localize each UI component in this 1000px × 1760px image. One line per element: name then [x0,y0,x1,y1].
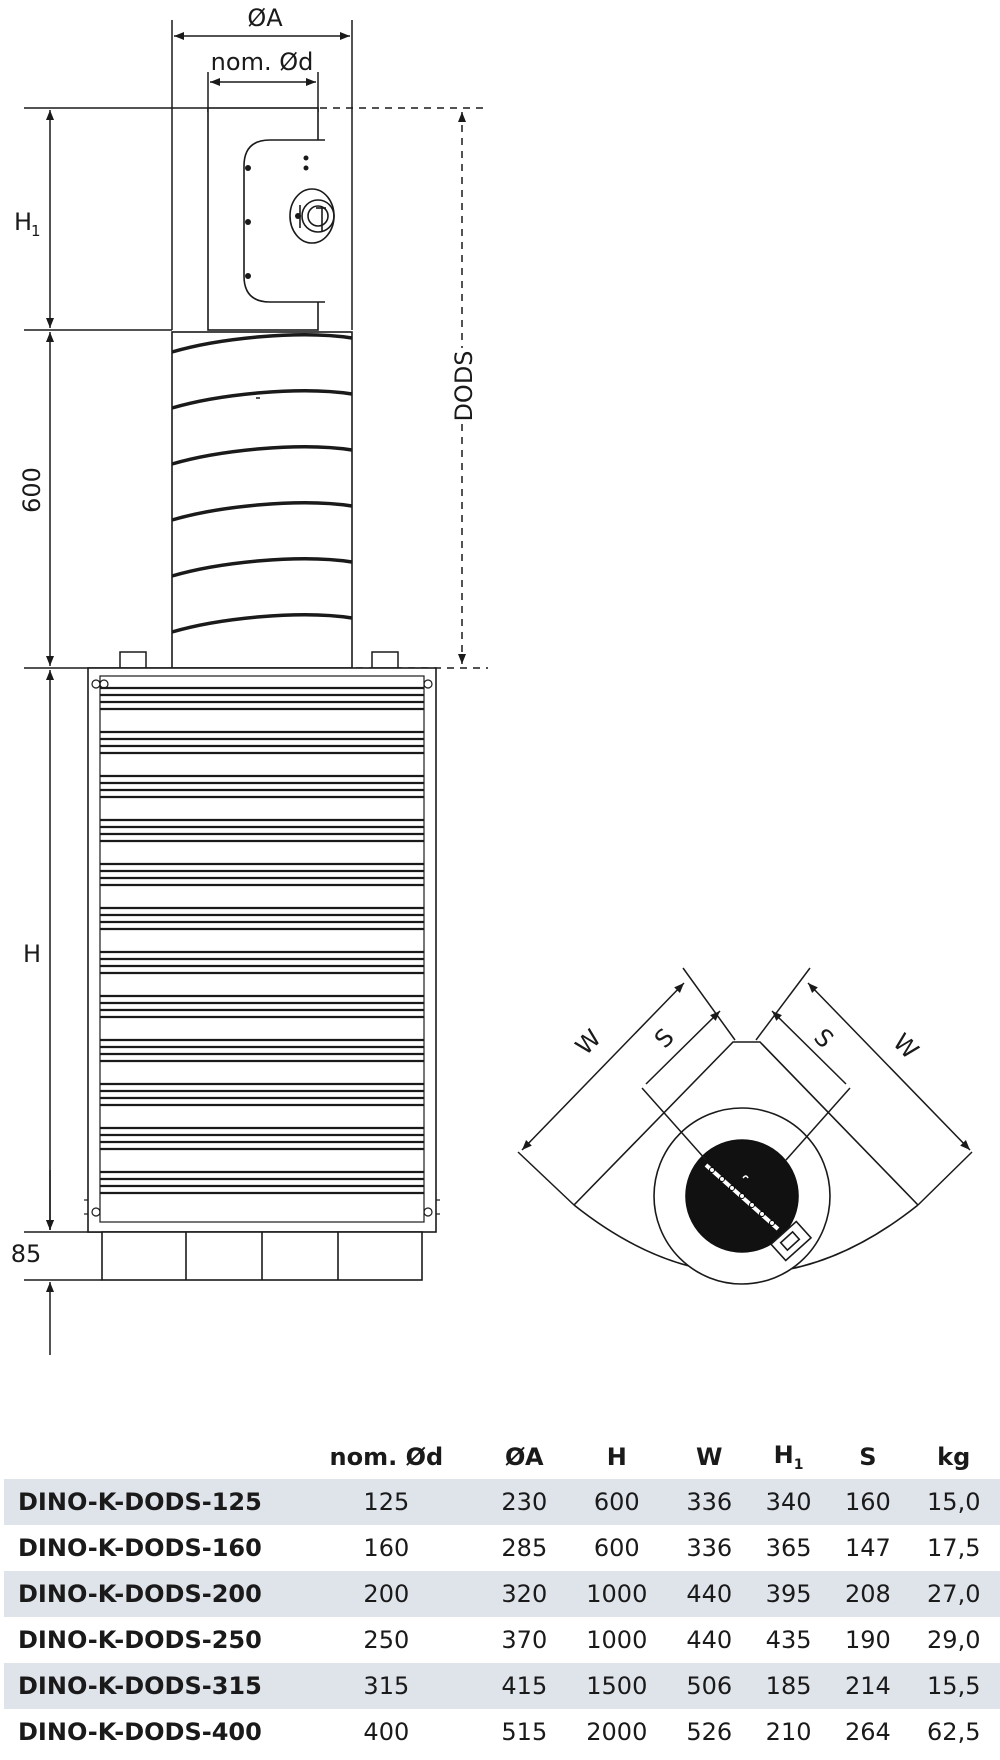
svg-text:H: H [23,940,41,968]
cell-nominal-diameter: 160 [363,1534,410,1562]
cell-h: 600 [563,1479,670,1525]
height-85-label: 85 [8,1240,48,1270]
cell-w: 336 [669,1479,749,1525]
cell-w: 440 [669,1571,749,1617]
table-row: DINO-K-DODS-250 250 370 1000 440 435 190 29,0 [4,1617,1000,1663]
cell-outer-diameter: 515 [501,1718,548,1746]
header-model [4,1435,288,1479]
cell-h1: 210 [765,1718,812,1746]
cell-model: DINO-K-DODS-125 [4,1479,288,1525]
cell-h: 2000 [586,1718,648,1746]
cell-h: 600 [593,1534,640,1562]
cell-kg: 15,0 [907,1479,1000,1525]
header-kg: kg [937,1443,971,1471]
cell-model: DINO-K-DODS-400 [18,1718,262,1746]
cell-s: 147 [844,1534,891,1562]
cell-kg: 15,5 [907,1663,1000,1709]
s-right-label: S [808,1023,839,1054]
cell-s: 208 [828,1571,908,1617]
header-h: H [606,1443,627,1471]
s-left-label: S [649,1023,680,1054]
top-dimensions [171,20,353,330]
svg-text:85: 85 [11,1240,42,1268]
svg-text:H: H [14,208,32,236]
svg-text:W: W [570,1024,607,1061]
svg-text:S: S [808,1023,839,1054]
table-header-row: nom. Ød ØA H W H1 S kg [4,1435,1000,1479]
w-right-label: W [887,1028,924,1065]
cell-w: 336 [686,1534,733,1562]
cell-h1: 435 [765,1626,812,1654]
outer-diameter-label: ØA [247,4,283,32]
spiral-duct [171,331,353,669]
cell-nominal-diameter: 250 [363,1626,410,1654]
corner-top-view [573,1041,919,1285]
cell-h1: 185 [748,1663,829,1709]
cell-w: 440 [686,1626,733,1654]
cell-model: DINO-K-DODS-160 [18,1534,262,1562]
cell-h1: 395 [748,1571,829,1617]
height-600-label: 600 [18,460,46,520]
cell-s: 160 [828,1479,908,1525]
cell-kg: 17,5 [927,1534,981,1562]
cell-w: 526 [686,1718,733,1746]
cell-outer-diameter: 370 [501,1626,548,1654]
header-s: S [859,1443,877,1471]
height-h-label: H [20,938,48,970]
svg-text:S: S [649,1023,680,1054]
header-nominal-diameter: nom. Ød [329,1443,444,1471]
cell-h: 1500 [563,1663,670,1709]
nominal-diameter-label: nom. Ød [211,48,314,76]
silencer-body [84,651,440,1233]
cell-nominal-diameter: 125 [288,1479,485,1525]
top-duct-section [207,107,335,331]
cell-nominal-diameter: 200 [288,1571,485,1617]
header-w: W [696,1443,723,1471]
table-row: DINO-K-DODS-400 400 515 2000 526 210 264 62,5 [4,1709,1000,1755]
cell-h: 1000 [586,1626,648,1654]
cell-kg: 27,0 [907,1571,1000,1617]
cell-nominal-diameter: 315 [288,1663,485,1709]
cell-model: DINO-K-DODS-200 [4,1571,288,1617]
w-left-label: W [570,1024,607,1061]
cell-kg: 62,5 [927,1718,981,1746]
cell-h: 1000 [563,1571,670,1617]
cell-h1: 365 [765,1534,812,1562]
svg-text:W: W [887,1028,924,1065]
cell-outer-diameter: 230 [484,1479,564,1525]
header-outer-diameter: ØA [505,1443,544,1471]
cell-model: DINO-K-DODS-250 [18,1626,262,1654]
base-plinth [101,1231,423,1281]
svg-text:DODS: DODS [450,350,478,421]
cell-outer-diameter: 320 [484,1571,564,1617]
dods-label: DODS [450,348,478,424]
louvre-slats [100,686,424,1195]
left-dimensions [24,107,208,1355]
cell-w: 506 [669,1663,749,1709]
cell-s: 264 [844,1718,891,1746]
svg-text:600: 600 [18,467,46,513]
cell-s: 214 [828,1663,908,1709]
cell-nominal-diameter: 400 [363,1718,410,1746]
h1-label: H 1 [12,208,46,242]
technical-drawing: ØA nom. Ød H 1 600 H 85 DODS [8,4,973,1355]
header-h1: H1 [773,1441,804,1473]
table-row: DINO-K-DODS-160 160 285 600 336 365 147 17,5 [4,1525,1000,1571]
cell-h1: 340 [748,1479,829,1525]
corner-dimensions [517,967,973,1206]
cell-outer-diameter: 415 [484,1663,564,1709]
svg-text:1: 1 [31,222,41,240]
cell-s: 190 [844,1626,891,1654]
cell-model: DINO-K-DODS-315 [4,1663,288,1709]
cell-kg: 29,0 [927,1626,981,1654]
cell-outer-diameter: 285 [501,1534,548,1562]
